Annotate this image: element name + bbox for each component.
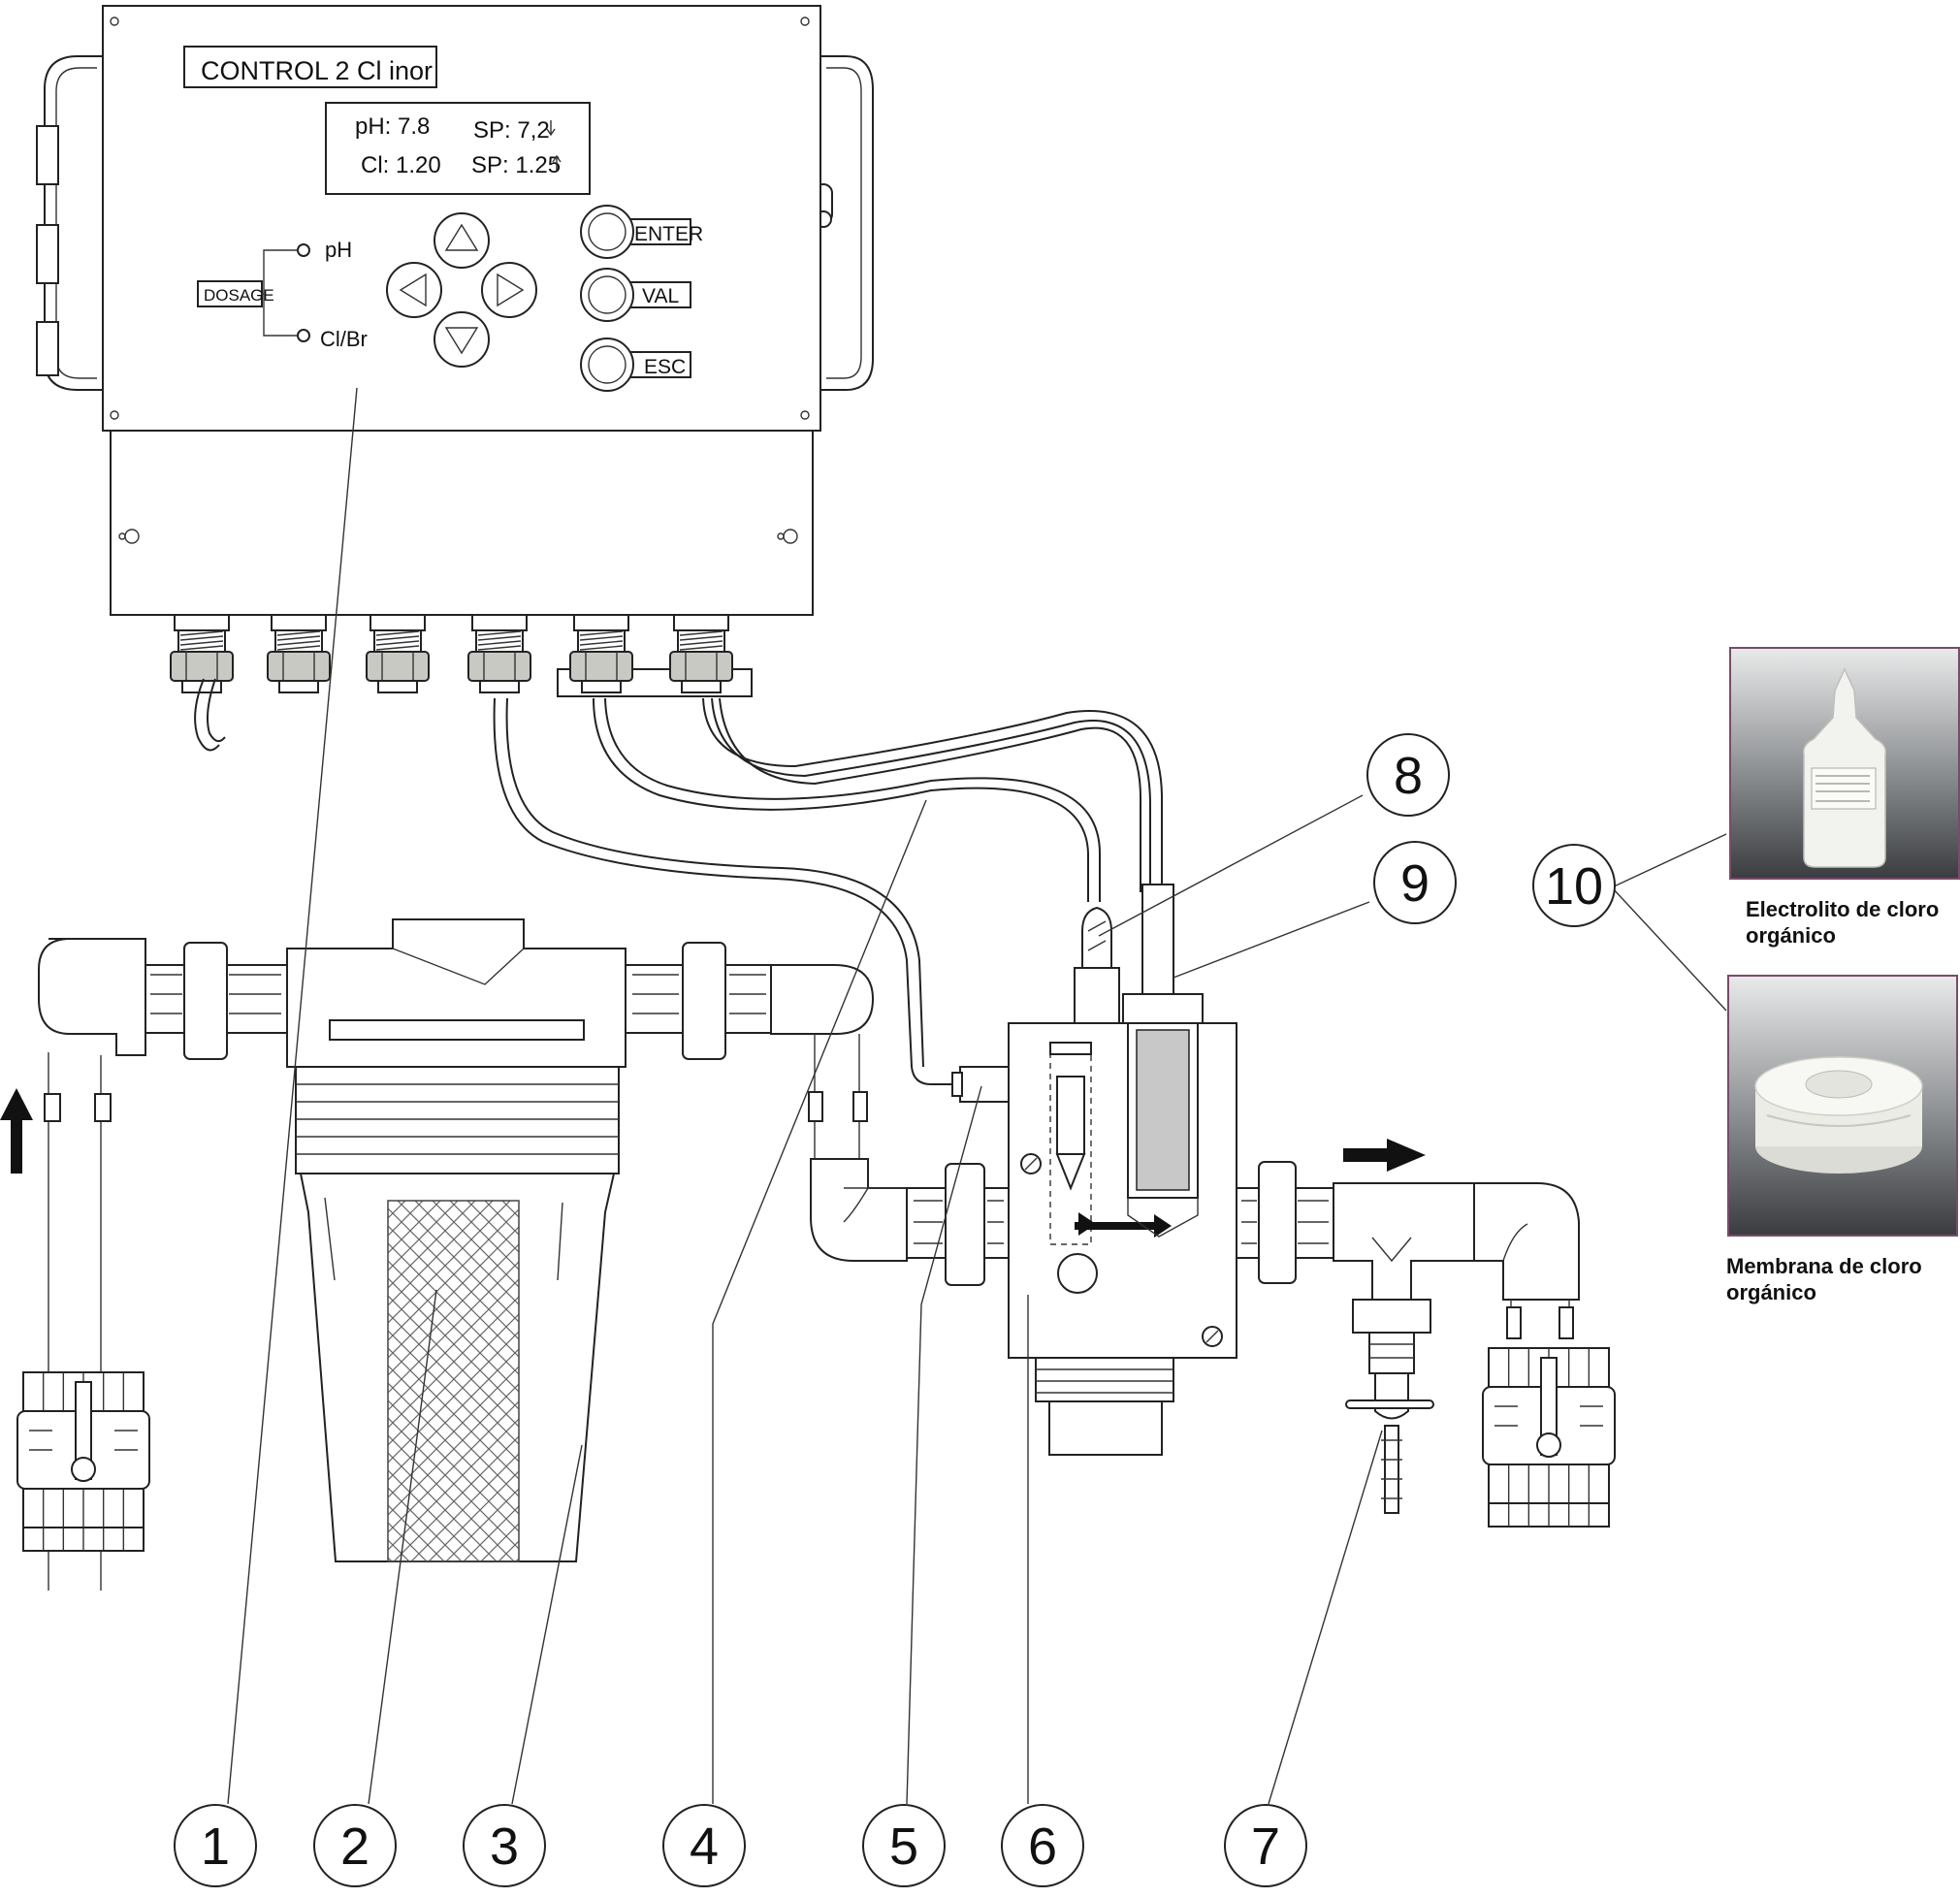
cell-body (1008, 1022, 1237, 1359)
clbr-led-indicator (297, 329, 310, 342)
inlet-pipe (0, 938, 146, 1591)
cable-gland (366, 614, 430, 693)
filter-cartridge-mesh (387, 1200, 520, 1562)
cell-outlet-union (1236, 1161, 1334, 1284)
callout-label: 7 (1251, 1818, 1280, 1876)
callout-leaders (227, 387, 1727, 1805)
ph-reading: pH: 7.8 (355, 113, 430, 140)
enter-button-label: ENTER (634, 223, 703, 245)
cable-gland (467, 614, 531, 693)
callout-3: 3 (463, 1804, 546, 1887)
esc-button[interactable]: ESC (580, 338, 691, 392)
measurement-cell (911, 884, 1237, 1456)
arrow-down-button[interactable] (434, 311, 490, 368)
flow-in-arrow-icon (0, 1088, 33, 1174)
controller-title: CONTROL 2 Cl inor (201, 56, 433, 85)
enter-button[interactable]: ENTER (580, 205, 703, 259)
callout-label: 9 (1400, 854, 1430, 913)
flow-direction-arrow-icon (1075, 1214, 1172, 1238)
controller-title-box (183, 46, 437, 88)
lcd-display (325, 102, 591, 195)
callout-10: 10 (1532, 844, 1616, 927)
callout-numbers: 1 2 3 4 5 6 7 8 9 10 (174, 733, 1616, 1887)
cable-gland (267, 614, 331, 693)
dosage-label: DOSAGE (204, 286, 274, 305)
controller-unit: CONTROL 2 Cl inor pH: 7.8 SP: 7,2 Cl: 1.… (36, 5, 874, 752)
outlet-ball-valve[interactable] (1482, 1347, 1616, 1528)
outlet-tee (1333, 1139, 1580, 1514)
chlorine-probe (1136, 1029, 1190, 1191)
callout-label: 6 (1028, 1818, 1057, 1876)
flow-out-arrow-icon (1343, 1139, 1426, 1172)
membrane-photo (1727, 975, 1958, 1237)
cl-setpoint: SP: 1.25 (471, 152, 561, 178)
arrow-up-button[interactable] (434, 212, 490, 269)
electrolyte-photo (1729, 647, 1960, 880)
callout-label: 4 (690, 1818, 719, 1876)
sensor-cables (493, 697, 1163, 1068)
ph-electrode (1081, 906, 1112, 969)
callout-label: 5 (889, 1818, 918, 1876)
cable-gland (669, 614, 733, 693)
callout-label: 3 (490, 1818, 519, 1876)
cl-setpoint-arrow-icon (552, 154, 562, 171)
ph-setpoint-arrow-icon (546, 120, 556, 137)
callout-1: 1 (174, 1804, 257, 1887)
callout-2: 2 (313, 1804, 397, 1887)
cable-gland (170, 614, 234, 693)
inlet-ball-valve[interactable] (16, 1371, 150, 1552)
arrow-left-button[interactable] (386, 262, 442, 318)
sampling-tap-handle[interactable] (1345, 1399, 1434, 1409)
filter-housing (286, 918, 627, 1562)
callout-5: 5 (862, 1804, 946, 1887)
cable-glands (170, 614, 753, 697)
val-button-label: VAL (642, 285, 679, 307)
filter-outlet-union (625, 942, 875, 1159)
callout-label: 2 (340, 1818, 370, 1876)
esc-button-label: ESC (644, 356, 686, 378)
membrane-caption-line1: Membrana de cloro (1726, 1254, 1922, 1278)
electrolyte-caption-line2: orgánico (1746, 923, 1836, 948)
callout-7: 7 (1224, 1804, 1307, 1887)
arrow-right-button[interactable] (481, 262, 537, 318)
dosage-ph-label: pH (325, 238, 352, 262)
membrane-caption-line2: orgánico (1726, 1280, 1816, 1304)
callout-4: 4 (662, 1804, 746, 1887)
ph-setpoint: SP: 7,2 (473, 117, 550, 144)
callout-8: 8 (1366, 733, 1450, 817)
filter-inlet-union (145, 942, 288, 1060)
cl-reading: Cl: 1.20 (361, 152, 441, 178)
cable-gland (569, 614, 633, 693)
val-button[interactable]: VAL (580, 268, 691, 322)
dosage-clbr-label: Cl/Br (320, 327, 368, 351)
callout-label: 8 (1394, 747, 1423, 805)
callout-label: 1 (201, 1818, 230, 1876)
callout-label: 10 (1545, 857, 1603, 916)
cell-inlet-elbow (810, 1158, 1010, 1286)
callout-6: 6 (1001, 1804, 1084, 1887)
electrolyte-caption-line1: Electrolito de cloro (1746, 897, 1939, 921)
callout-9: 9 (1373, 841, 1457, 924)
ph-led-indicator (297, 243, 310, 257)
